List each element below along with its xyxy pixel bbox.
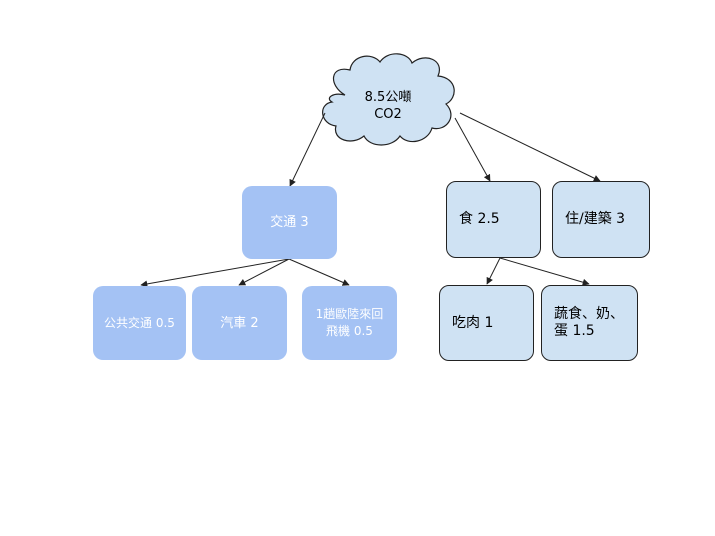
node-flight: 1趟歐陸來回 飛機 0.5 [302,286,397,360]
connector-transport-public [140,258,290,288]
node-veg-dairy-eggs: 蔬食、奶、 蛋 1.5 [541,285,638,361]
node-food: 食 2.5 [446,181,541,258]
node-housing: 住/建築 3 [552,181,650,258]
connectors [140,112,601,288]
connector-root-housing [459,112,601,182]
node-transport: 交通 3 [242,186,337,259]
node-meat: 吃肉 1 [439,285,534,361]
root-node-label: 8.5公噸 CO2 [364,90,412,122]
connector-transport-flight [288,258,350,286]
connector-root-food [454,117,491,182]
connector-transport-car [238,258,290,286]
connector-root-transport [289,112,326,187]
node-public-transport: 公共交通 0.5 [93,286,186,360]
connector-food-meat [486,257,501,285]
cloud-shape [322,53,455,146]
connector-food-veg [499,257,590,286]
node-car: 汽車 2 [192,286,287,360]
